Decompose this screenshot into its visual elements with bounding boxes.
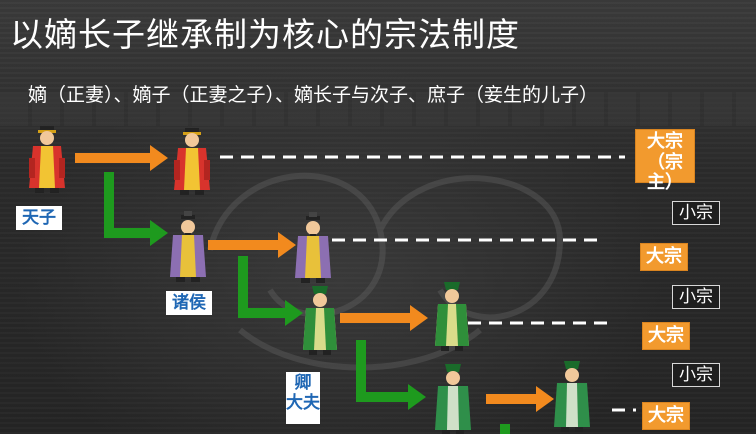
dashed-connectors bbox=[220, 155, 636, 412]
orange-arrow-2 bbox=[208, 232, 296, 258]
emperor-figure-1 bbox=[29, 126, 65, 193]
green-arrow-1 bbox=[104, 172, 168, 246]
dragon-relief bbox=[207, 172, 564, 371]
green-arrow-4-stub bbox=[500, 424, 510, 434]
xiaozong-tag-2: 小宗 bbox=[672, 285, 720, 309]
green-arrow-2 bbox=[238, 256, 303, 326]
xiaozong-tag-1: 小宗 bbox=[672, 201, 720, 225]
xiaozong-tag-3: 小宗 bbox=[672, 363, 720, 387]
green-arrows bbox=[104, 172, 510, 434]
green-arrow-3 bbox=[356, 340, 426, 410]
page-subtitle: 嫡（正妻）、嫡子（正妻之子）、嫡长子与次子、庶子（妾生的儿子） bbox=[28, 84, 599, 106]
orange-arrow-1 bbox=[75, 145, 168, 171]
rank-label-tianzi: 天子 bbox=[16, 206, 62, 230]
lord-figure-1 bbox=[170, 211, 206, 282]
dazong-tag-3: 大宗 bbox=[642, 402, 690, 430]
rank-label-qing-dafu: 卿 大夫 bbox=[286, 372, 320, 424]
dazong-zongzhu-tag: 大宗 （宗主） bbox=[635, 129, 695, 193]
dazong-tag-1: 大宗 bbox=[640, 243, 688, 271]
orange-arrow-4 bbox=[486, 386, 554, 412]
rank-label-zhuhou: 诸侯 bbox=[166, 291, 212, 315]
lord-figure-2 bbox=[295, 212, 331, 283]
minister-figure-4 bbox=[554, 361, 590, 432]
dazong-tag-2: 大宗 bbox=[642, 322, 690, 350]
page-title: 以嫡长子继承制为核心的宗法制度 bbox=[10, 15, 520, 54]
orange-arrow-3 bbox=[340, 305, 428, 331]
stone-relief-band bbox=[0, 92, 756, 126]
emperor-figure-2 bbox=[174, 128, 210, 195]
orange-arrows bbox=[75, 145, 554, 412]
minister-figure-1 bbox=[303, 286, 337, 355]
minister-figure-3 bbox=[435, 364, 471, 434]
